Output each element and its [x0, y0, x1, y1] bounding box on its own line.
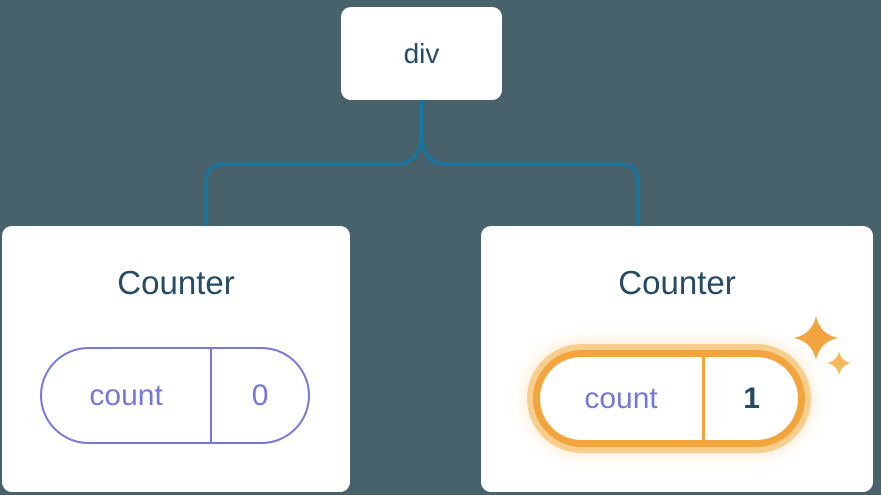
- counter-card-title: Counter: [618, 264, 736, 301]
- tree-branch-left: [204, 98, 423, 228]
- sparkle-icon: [794, 316, 838, 360]
- root-node: div: [341, 7, 502, 100]
- state-pill: count 0: [40, 347, 310, 444]
- state-key-label: count: [42, 349, 213, 442]
- state-value: 1: [743, 381, 760, 415]
- state-pill-highlighted: count 1: [533, 350, 805, 447]
- counter-card-left: Counter count 0: [2, 226, 350, 492]
- state-value: 0: [251, 378, 269, 412]
- counter-card-title: Counter: [117, 264, 235, 301]
- sparkle-icon: [827, 351, 851, 375]
- tree-branch-right: [420, 98, 640, 228]
- state-key-label: count: [540, 357, 706, 440]
- counter-card-right: Counter count 1: [481, 226, 873, 492]
- root-node-label: div: [403, 37, 440, 69]
